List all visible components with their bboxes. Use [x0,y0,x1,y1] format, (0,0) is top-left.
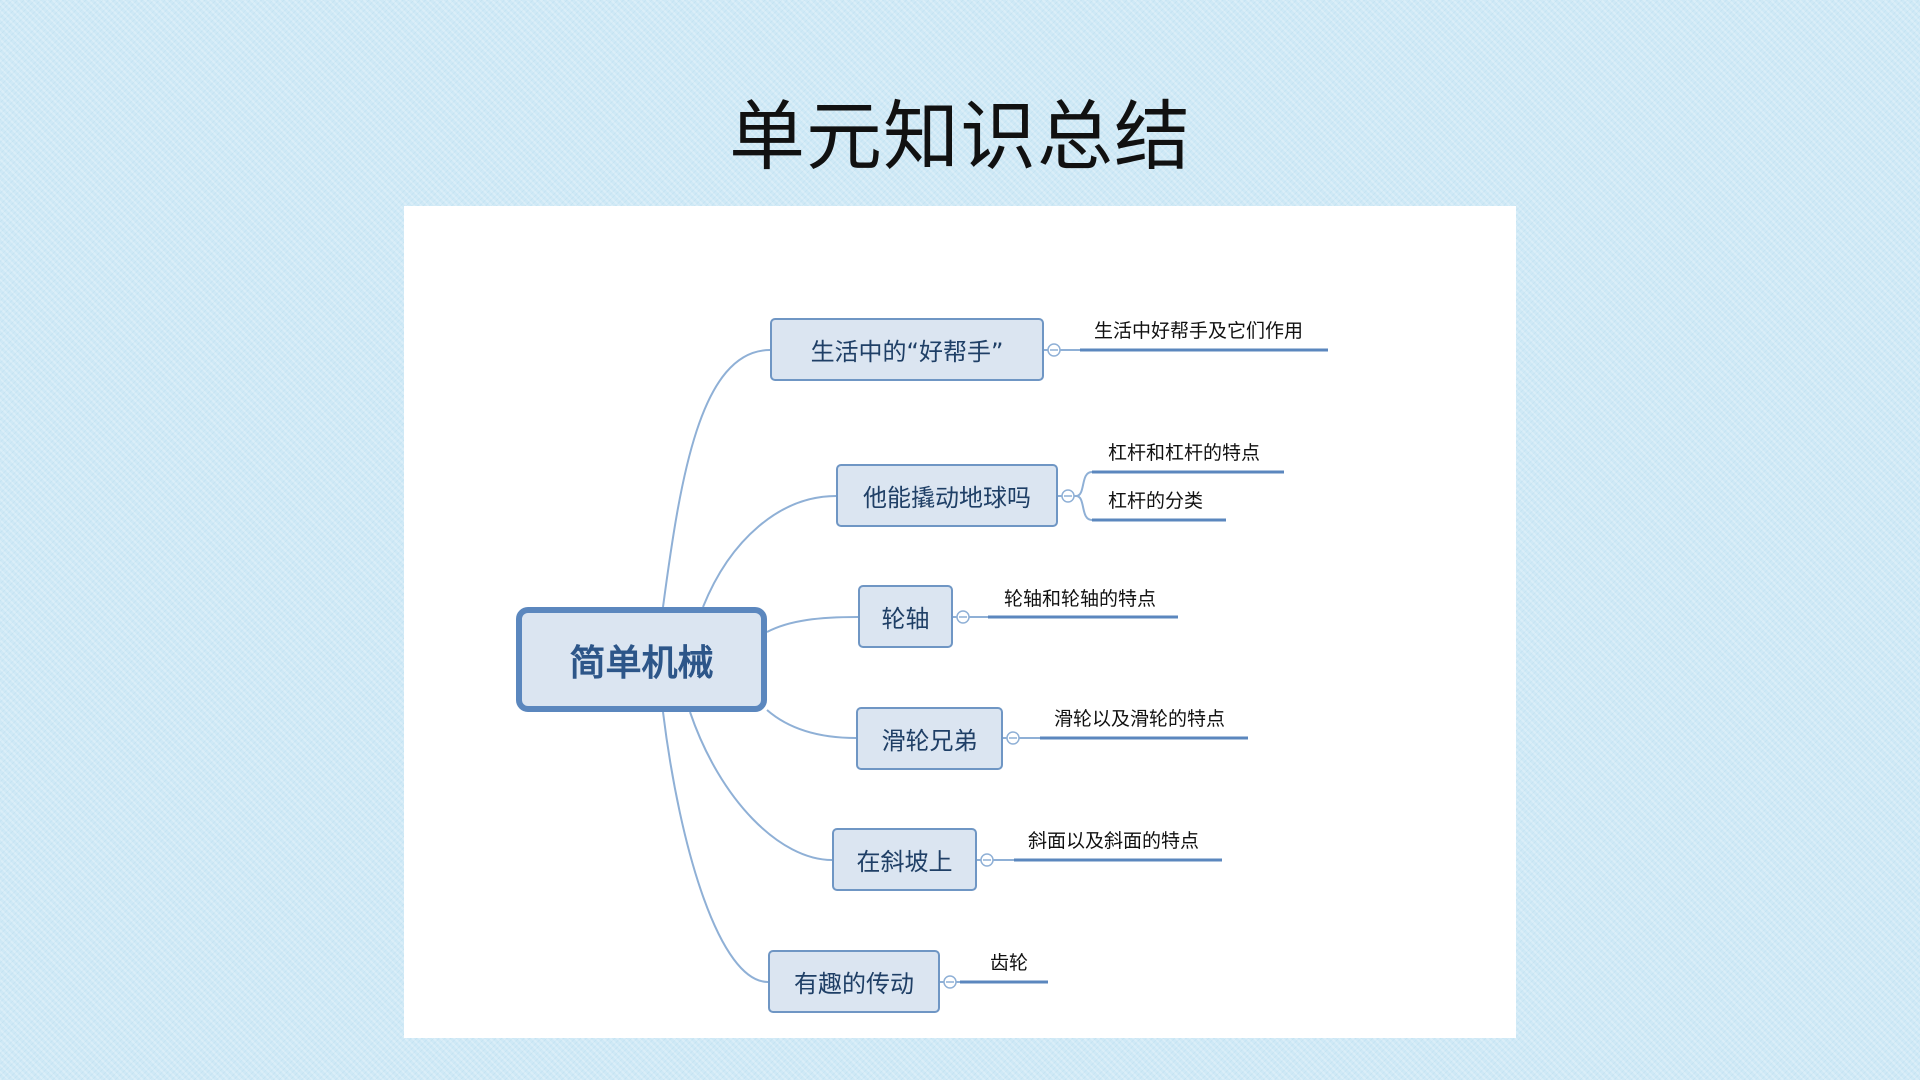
mindmap-root-node[interactable]: 简单机械 [516,607,767,712]
leaf-label-7[interactable]: 齿轮 [990,952,1029,974]
connector-branch-2-leaf-2 [1075,495,1093,521]
leaf-label-1[interactable]: 生活中好帮手及它们作用 [1094,320,1304,342]
leaf-label-2[interactable]: 杠杆和杠杆的特点 [1108,442,1261,464]
leaf-label-6[interactable]: 斜面以及斜面的特点 [1028,830,1200,852]
branch-node-1[interactable]: 生活中的“好帮手” [770,318,1044,381]
branch-node-6[interactable]: 有趣的传动 [768,950,940,1013]
connector-root-branch-2 [702,495,837,608]
leaf-label-5[interactable]: 滑轮以及滑轮的特点 [1054,708,1226,730]
branch-node-4[interactable]: 滑轮兄弟 [856,707,1003,770]
connector-root-branch-1 [662,349,771,608]
branch-node-3[interactable]: 轮轴 [858,585,953,648]
slide-title: 单元知识总结 [729,92,1191,181]
connector-branch-2-leaf-1 [1075,471,1093,497]
connector-root-branch-6 [662,711,769,983]
connector-root-branch-3 [766,616,859,633]
connector-root-branch-5 [689,711,833,861]
leaf-label-3[interactable]: 杠杆的分类 [1108,490,1204,512]
connector-root-branch-4 [766,709,857,739]
branch-node-5[interactable]: 在斜坡上 [832,828,977,891]
branch-node-2[interactable]: 他能撬动地球吗 [836,464,1058,527]
leaf-label-4[interactable]: 轮轴和轮轴的特点 [1004,588,1157,610]
